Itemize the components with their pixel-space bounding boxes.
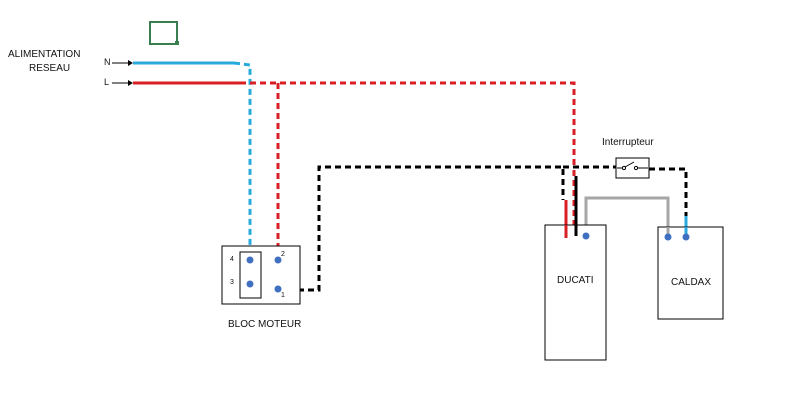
live-label: L xyxy=(104,77,110,87)
green-square-corner xyxy=(175,41,179,45)
ducati-label: DUCATI xyxy=(557,275,594,286)
bloc-moteur-bridge xyxy=(239,251,262,299)
terminal-1 xyxy=(274,285,282,293)
terminal-3 xyxy=(246,280,254,288)
terminal-3-label: 3 xyxy=(230,279,234,286)
live-arrow xyxy=(112,80,133,86)
green-square-symbol xyxy=(149,21,178,45)
interrupteur-label: Interrupteur xyxy=(602,137,654,148)
terminal-2-label: 2 xyxy=(281,251,285,258)
caldax-terminal-left xyxy=(664,233,672,241)
terminal-1-label: 1 xyxy=(281,292,285,299)
bloc-moteur-label: BLOC MOTEUR xyxy=(228,319,302,330)
neutral-arrow xyxy=(112,60,133,66)
interrupteur-symbol xyxy=(615,157,650,179)
caldax-terminal-right xyxy=(682,233,690,241)
ducati-terminal-right xyxy=(582,232,590,240)
neutral-label: N xyxy=(104,57,111,67)
caldax-box xyxy=(657,226,724,320)
caldax-label: CALDAX xyxy=(671,277,712,288)
ducati-box xyxy=(544,224,607,361)
live-wire xyxy=(133,81,576,258)
supply-label-line2: RESEAU xyxy=(29,63,71,74)
neutral-wire xyxy=(133,61,252,258)
terminal-4-label: 4 xyxy=(230,256,234,263)
terminal-4 xyxy=(246,256,254,264)
link-wire xyxy=(584,196,670,236)
supply-label-line1: ALIMENTATION xyxy=(8,49,81,60)
terminal-2 xyxy=(274,256,282,264)
switched-wire xyxy=(278,165,688,292)
